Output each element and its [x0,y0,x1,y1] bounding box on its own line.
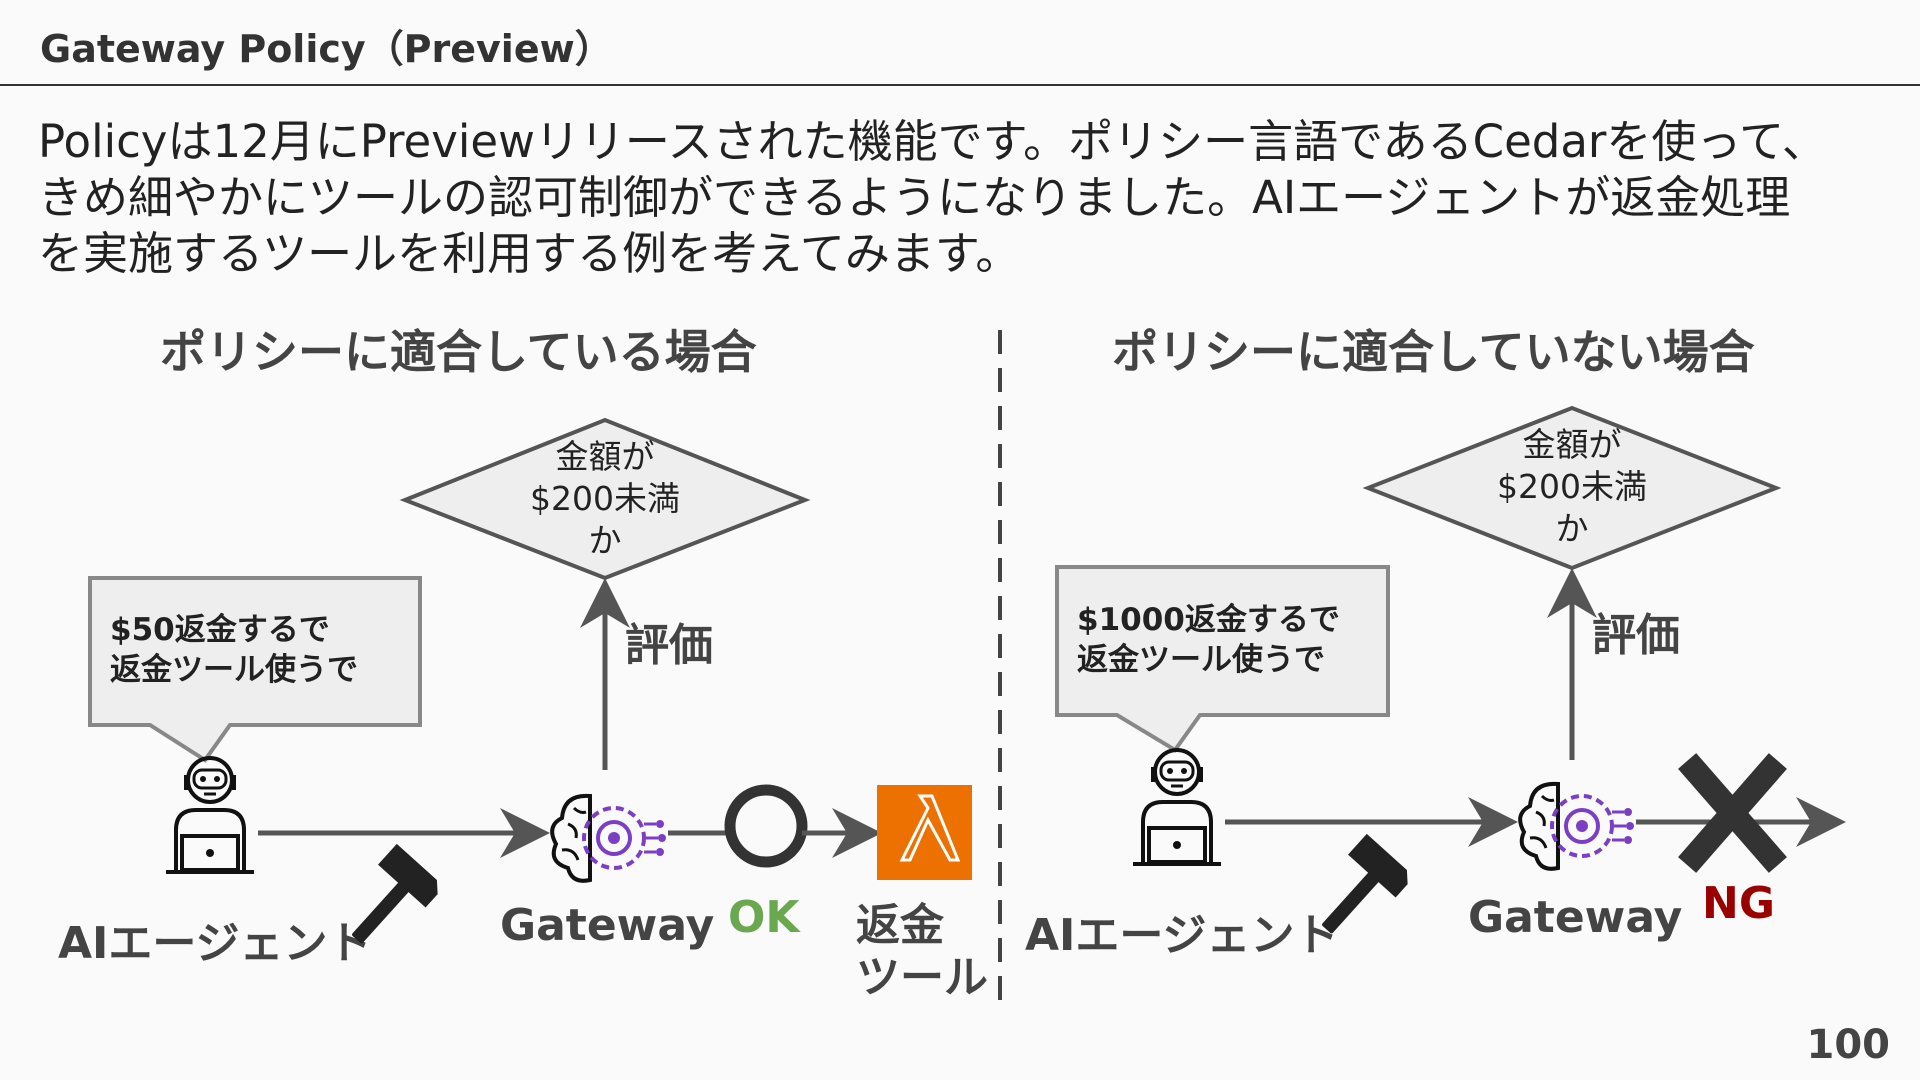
header-divider [0,84,1920,86]
circle-icon [724,784,808,868]
intro-line: きめ細やかにツールの認可制御ができるようになりました。AIエージェントが返金処理 [38,171,1791,224]
hammer-icon [1321,833,1415,935]
right-diamond-line: か [1556,509,1589,548]
right-diamond-line: $200未満 [1497,467,1647,506]
intro-line: Policyは12月にPreviewリリースされた機能です。ポリシー言語であるC… [38,115,1827,168]
left-bubble-line: $50返金するで [110,612,330,648]
left-diamond-line: 金額が [556,437,655,476]
lambda-symbol [899,794,961,862]
right-decision-diamond [1362,405,1782,571]
left-bubble-line: 返金ツール使うで [110,652,358,688]
left-speech-bubble [88,576,422,763]
left-decision-diamond [399,417,811,581]
right-bubble-line: 返金ツール使うで [1077,642,1325,678]
right-evaluate-label: 評価 [1592,610,1680,661]
right-gateway-label: Gateway [1468,892,1682,943]
intro-line: を実施するツールを利用する例を考えてみます。 [38,227,1021,280]
right-speech-bubble [1055,565,1390,753]
lambda-icon [877,785,972,880]
left-tool-label: 返金 [856,900,945,951]
left-gateway-label: Gateway [500,900,714,951]
intro-text: Policyは12月にPreviewリリースされた機能です。ポリシー言語であるC… [38,114,1898,282]
right-diamond-line: 金額が [1523,425,1622,464]
left-evaluate-label: 評価 [625,620,713,671]
left-result-label: OK [728,892,801,943]
brain-gear-icon [550,793,668,883]
cross-icon [1678,753,1787,873]
left-agent-label: AIエージェント [58,918,372,969]
right-bubble-line: $1000返金するで [1077,602,1340,638]
brain-gear-icon [1518,781,1636,871]
left-diamond-line: $200未満 [530,479,680,518]
page-title: Gateway Policy（Preview） [40,27,613,71]
right-result-label: NG [1702,878,1775,929]
left-diamond-line: か [589,521,622,560]
right-heading: ポリシーに適合していない場合 [1112,325,1755,379]
page-number: 100 [1806,1022,1891,1068]
robot-agent-icon [1131,748,1223,866]
left-heading: ポリシーに適合している場合 [160,325,757,379]
hammer-icon [351,843,445,945]
right-agent-label: AIエージェント [1025,910,1339,961]
left-tool-label: ツール [856,952,988,1003]
robot-agent-icon [164,756,256,874]
